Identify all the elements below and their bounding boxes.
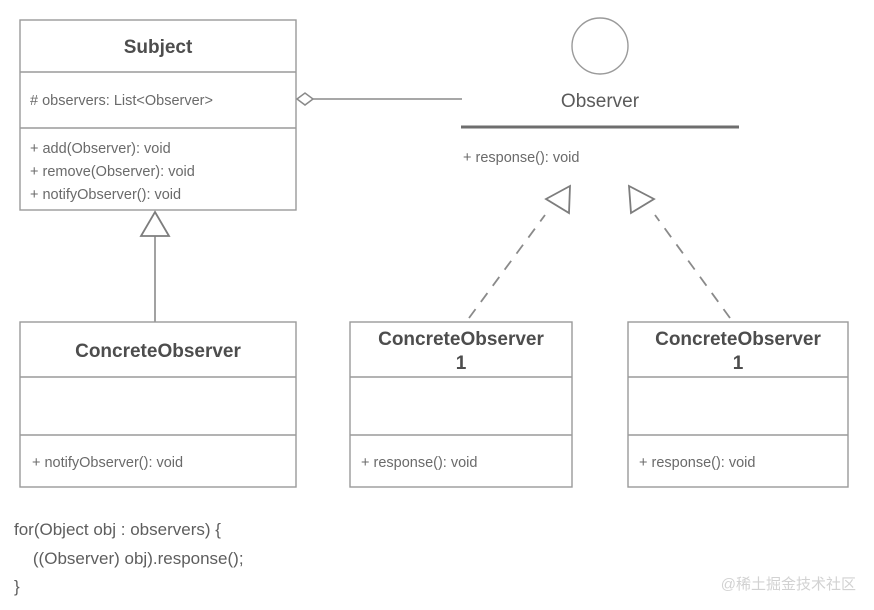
generalization-triangle-icon <box>139 210 171 237</box>
subject-class-name: Subject <box>124 37 193 58</box>
concrete-observer-left-method-0: + notifyObserver(): void <box>32 455 183 471</box>
code-note-line-2: } <box>14 577 20 596</box>
realization-triangle-icon-right <box>627 184 656 215</box>
realization-line-middle <box>468 214 546 319</box>
relation-realization-right[interactable] <box>627 184 731 319</box>
concrete-observer-middle-method-0: + response(): void <box>361 455 477 471</box>
concrete-observer-right-class-name-line2: 1 <box>733 353 744 374</box>
code-note-line-1: ((Observer) obj).response(); <box>14 549 244 568</box>
concrete-observer-right-method-0: + response(): void <box>639 455 755 471</box>
subject-method-0: + add(Observer): void <box>30 141 171 157</box>
interface-observer[interactable]: Observer + response(): void <box>461 17 739 166</box>
class-box-concrete-observer-middle[interactable]: ConcreteObserver 1 + response(): void <box>349 321 573 488</box>
relation-realization-middle[interactable] <box>468 184 571 319</box>
interface-circle-icon <box>571 17 629 75</box>
concrete-observer-middle-outline <box>349 321 573 488</box>
realization-triangle-icon-middle <box>544 184 571 215</box>
aggregation-diamond-icon <box>295 92 315 106</box>
realization-line-right <box>654 214 731 319</box>
relation-generalization-concreteobserver-subject[interactable] <box>139 210 171 322</box>
concrete-observer-middle-class-name-line2: 1 <box>456 353 467 374</box>
concrete-observer-left-outline <box>19 321 297 488</box>
observer-interface-name: Observer <box>561 91 640 112</box>
class-box-concrete-observer-right[interactable]: ConcreteObserver 1 + response(): void <box>627 321 849 488</box>
observer-method-0: + response(): void <box>463 150 579 166</box>
concrete-observer-right-class-name-line1: ConcreteObserver <box>655 329 821 350</box>
class-box-concrete-observer-left[interactable]: ConcreteObserver + notifyObserver(): voi… <box>19 321 297 488</box>
code-note-line-0: for(Object obj : observers) { <box>14 520 221 539</box>
concrete-observer-right-outline <box>627 321 849 488</box>
watermark-label: @稀土掘金技术社区 <box>721 576 856 593</box>
code-note: for(Object obj : observers) { ((Observer… <box>14 520 244 596</box>
class-box-subject[interactable]: Subject # observers: List<Observer> + ad… <box>19 19 297 211</box>
concrete-observer-left-class-name: ConcreteObserver <box>75 341 241 362</box>
concrete-observer-middle-class-name-line1: ConcreteObserver <box>378 329 544 350</box>
subject-attribute-0: # observers: List<Observer> <box>30 93 213 109</box>
subject-method-2: + notifyObserver(): void <box>30 187 181 203</box>
relation-aggregation-subject-observer[interactable] <box>295 92 462 106</box>
subject-box-outline <box>19 19 297 211</box>
subject-method-1: + remove(Observer): void <box>30 164 195 180</box>
